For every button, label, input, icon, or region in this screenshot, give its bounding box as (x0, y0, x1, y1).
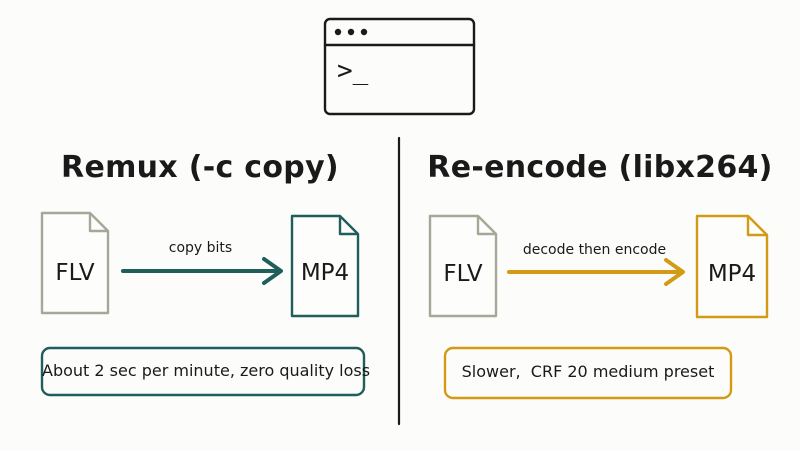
terminal-dot (347, 28, 355, 36)
remux-note-box (40, 346, 366, 397)
file-fold (338, 216, 358, 236)
terminal-dot (334, 28, 342, 36)
reencode-title: Re-encode (libx264) (427, 150, 773, 185)
terminal-frame (323, 17, 476, 116)
remux-arrow-label: copy bits (168, 240, 233, 256)
file-fold (746, 216, 767, 237)
reencode-source-label: FLV (443, 261, 483, 287)
reencode-arrowhead (664, 258, 685, 286)
remux-source-label: FLV (55, 260, 95, 286)
remux-title: Remux (-c copy) (61, 150, 339, 185)
terminal-prompt: >_ (337, 56, 369, 86)
reencode-note-box (443, 346, 733, 400)
mp4-file-icon (695, 214, 769, 319)
reencode-target-label: MP4 (707, 261, 757, 287)
file-fold (476, 216, 496, 236)
reencode-note: Slower, CRF 20 medium preset (461, 362, 715, 381)
terminal-window-icon (323, 17, 476, 116)
remux-target-label: MP4 (300, 260, 350, 286)
flv-file-icon (40, 211, 110, 315)
mp4-file-icon (290, 214, 360, 318)
terminal-dot (360, 28, 368, 36)
file-fold (88, 213, 108, 233)
remux-arrowhead (262, 257, 283, 285)
remux-note: About 2 sec per minute, zero quality los… (42, 361, 371, 380)
reencode-arrow-label: decode then encode (522, 242, 667, 258)
flv-file-icon (428, 214, 498, 318)
